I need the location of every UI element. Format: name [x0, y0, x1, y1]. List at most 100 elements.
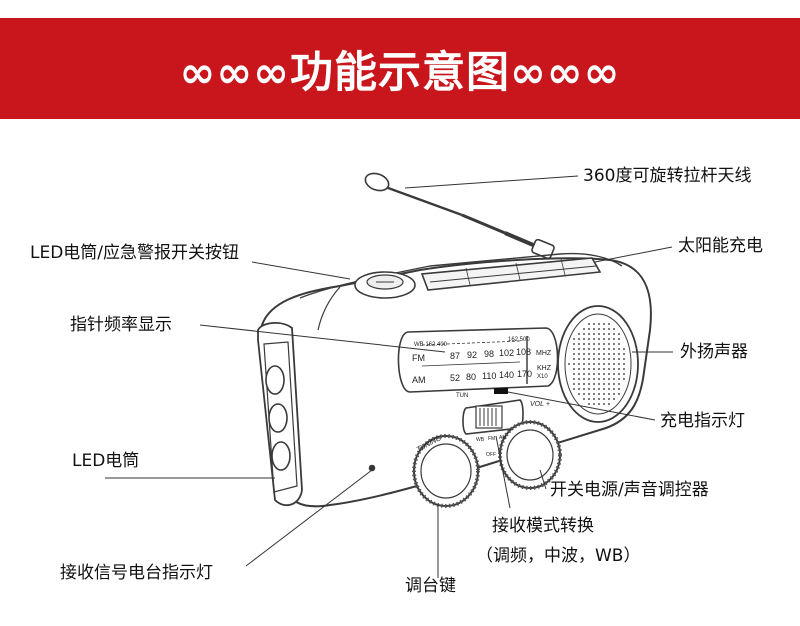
speaker-hole [593, 343, 595, 345]
callout-labels: 360度可旋转拉杆天线 LED电筒/应急警报开关按钮 太阳能充电 指针频率显示 … [30, 166, 763, 596]
speaker-hole [618, 388, 620, 390]
speaker-hole [593, 393, 595, 395]
speaker-hole [598, 388, 600, 390]
dial-fm-98: 98 [484, 349, 494, 359]
speaker-hole [588, 363, 590, 365]
speaker-hole [613, 338, 615, 340]
speaker-hole [583, 363, 585, 365]
speaker-hole [583, 348, 585, 350]
signal-led-icon [368, 464, 376, 472]
speaker-hole [573, 378, 575, 380]
speaker-hole [573, 353, 575, 355]
speaker-hole [598, 383, 600, 385]
speaker-hole [573, 358, 575, 360]
speaker-hole [588, 403, 590, 405]
mode-am: AM [499, 435, 507, 441]
dial-fm-label: FM [412, 353, 425, 363]
speaker-hole [573, 348, 575, 350]
speaker-hole [623, 358, 625, 360]
label-antenna: 360度可旋转拉杆天线 [583, 166, 751, 186]
speaker-hole [583, 393, 585, 395]
speaker-hole [578, 393, 580, 395]
speaker-hole [583, 358, 585, 360]
speaker-hole [593, 383, 595, 385]
speaker-hole [618, 338, 620, 340]
speaker-hole [588, 368, 590, 370]
mode-wb: WB [476, 437, 485, 443]
speaker-hole [603, 343, 605, 345]
speaker-hole [573, 368, 575, 370]
speaker-hole [588, 398, 590, 400]
speaker-hole [573, 338, 575, 340]
speaker-hole [603, 373, 605, 375]
speaker-hole [613, 348, 615, 350]
speaker-hole [608, 323, 610, 325]
speaker-hole [613, 378, 615, 380]
speaker-hole [613, 398, 615, 400]
speaker-hole [588, 348, 590, 350]
speaker-hole [588, 338, 590, 340]
label-solar: 太阳能充电 [678, 236, 763, 256]
speaker-hole [593, 333, 595, 335]
speaker-hole [593, 373, 595, 375]
dial-wb-right: 162.500 [508, 337, 530, 343]
speaker-hole [618, 343, 620, 345]
speaker-hole [608, 373, 610, 375]
speaker-hole [583, 338, 585, 340]
speaker-hole [593, 368, 595, 370]
speaker-hole [583, 398, 585, 400]
dial-fm-102: 102 [499, 348, 514, 358]
speaker-hole [573, 343, 575, 345]
dial-am-52: 52 [450, 373, 460, 383]
label-signal-led: 接收信号电台指示灯 [60, 563, 213, 583]
speaker-hole [608, 333, 610, 335]
dial-am-140: 140 [499, 370, 514, 380]
speaker-hole [598, 328, 600, 330]
speaker-hole [608, 383, 610, 385]
led-switch-button-icon [354, 271, 416, 299]
speaker-hole [598, 368, 600, 370]
speaker-hole [608, 363, 610, 365]
speaker-hole [578, 368, 580, 370]
speaker-hole [608, 348, 610, 350]
speaker-hole [603, 363, 605, 365]
speaker-hole [623, 378, 625, 380]
speaker-hole [603, 338, 605, 340]
speaker-hole [598, 358, 600, 360]
speaker-hole [593, 403, 595, 405]
speaker-hole [588, 378, 590, 380]
label-speaker: 外扬声器 [680, 342, 748, 362]
speaker-hole [598, 393, 600, 395]
dial-am-170: 170 [517, 369, 532, 379]
speaker-hole [618, 373, 620, 375]
speaker-hole [613, 328, 615, 330]
dial-fm-108: 108 [516, 347, 531, 357]
speaker-hole [613, 393, 615, 395]
label-led-switch: LED电筒/应急警报开关按钮 [30, 243, 239, 263]
off-text: OFF [486, 452, 496, 458]
speaker-hole [578, 373, 580, 375]
speaker-hole [613, 383, 615, 385]
speaker-hole [623, 353, 625, 355]
label-mode-switch: 接收模式转换 [492, 516, 594, 536]
speaker-hole [613, 373, 615, 375]
speaker-hole [588, 328, 590, 330]
speaker-hole [608, 388, 610, 390]
speaker-hole [578, 358, 580, 360]
speaker-hole [618, 378, 620, 380]
speaker-hole [573, 388, 575, 390]
speaker-hole [588, 383, 590, 385]
charge-indicator-icon [494, 388, 508, 394]
speaker-hole [583, 328, 585, 330]
speaker-hole [618, 368, 620, 370]
speaker-hole [568, 363, 570, 365]
solar-panel-icon [420, 257, 602, 291]
volume-knob-icon [498, 420, 562, 490]
speaker-hole [603, 348, 605, 350]
label-tuning-knob: 调台键 [405, 576, 456, 596]
dial-fm-87: 87 [450, 351, 460, 361]
leader-lines [105, 175, 673, 578]
speaker-hole [613, 343, 615, 345]
speaker-hole [613, 333, 615, 335]
